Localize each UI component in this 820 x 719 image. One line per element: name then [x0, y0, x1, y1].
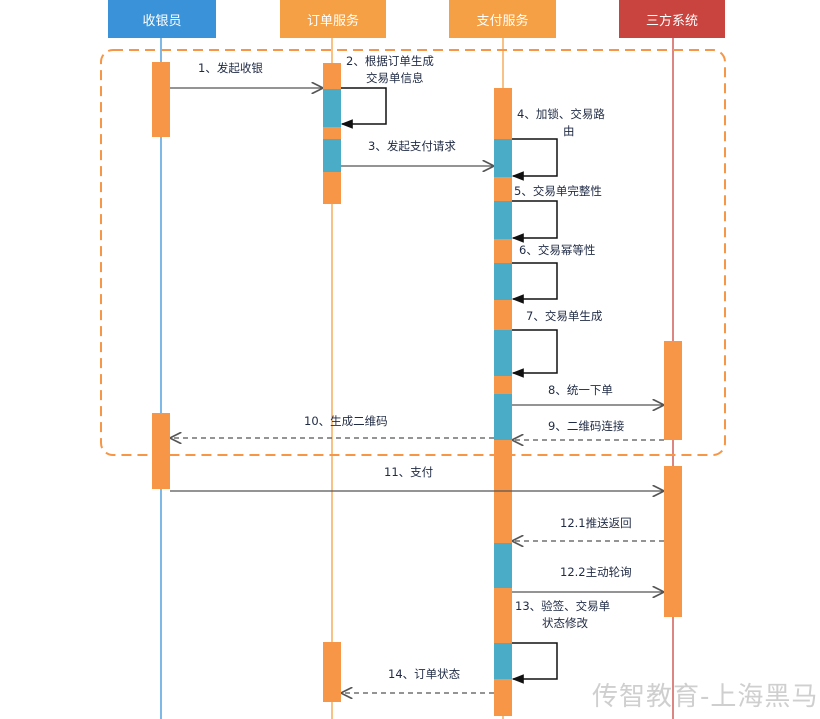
- order-activation-2: [323, 642, 341, 702]
- message-label-4-line2: 由: [563, 124, 575, 138]
- order-active-segment-2: [323, 139, 341, 172]
- self-call-4: [511, 138, 558, 181]
- third-activation-1: [664, 341, 682, 440]
- self-call-7: [511, 329, 558, 378]
- actor-order-service: 订单服务: [280, 0, 386, 38]
- payment-active-segment-7: [494, 643, 512, 679]
- message-label-6: 6、交易幂等性: [519, 243, 596, 257]
- self-call-5: [511, 200, 558, 243]
- cashier-activation-2: [152, 413, 170, 489]
- message-label-8: 8、统一下单: [548, 383, 613, 397]
- message-label-7: 7、交易单生成: [526, 309, 603, 323]
- actor-payment-service: 支付服务: [449, 0, 556, 38]
- message-label-12-1: 12.1推送返回: [560, 516, 632, 530]
- dashed-frame: [100, 49, 726, 456]
- message-label-13-line2: 状态修改: [542, 616, 588, 630]
- order-active-segment-1: [323, 89, 341, 127]
- cashier-activation-1: [152, 62, 170, 137]
- payment-active-segment-1: [494, 139, 512, 177]
- message-label-14: 14、订单状态: [388, 667, 461, 681]
- payment-active-segment-5: [494, 394, 512, 440]
- actor-cashier: 收银员: [108, 0, 216, 38]
- message-label-2: 2、根据订单生成: [346, 54, 434, 68]
- payment-active-segment-3: [494, 263, 512, 300]
- self-call-2: [340, 87, 387, 129]
- message-label-12-2: 12.2主动轮询: [560, 565, 632, 579]
- payment-active-segment-4: [494, 330, 512, 376]
- self-call-13: [511, 642, 558, 684]
- third-activation-2: [664, 466, 682, 617]
- message-label-13: 13、验签、交易单: [515, 599, 611, 613]
- message-label-1: 1、发起收银: [198, 61, 263, 75]
- message-label-10: 10、生成二维码: [304, 414, 388, 428]
- message-label-11: 11、支付: [384, 465, 434, 479]
- self-call-6: [511, 262, 558, 304]
- payment-active-segment-6: [494, 543, 512, 588]
- order-activation-1: [323, 63, 341, 204]
- payment-active-segment-2: [494, 201, 512, 239]
- message-label-4: 4、加锁、交易路: [517, 107, 605, 121]
- message-label-9: 9、二维码连接: [548, 419, 625, 433]
- message-label-3: 3、发起支付请求: [368, 139, 456, 153]
- watermark: 传智教育-上海黑马: [592, 682, 819, 712]
- message-label-2-line2: 交易单信息: [366, 71, 424, 85]
- message-label-5: 5、交易单完整性: [514, 184, 602, 198]
- actor-third-party-system: 三方系统: [619, 0, 725, 38]
